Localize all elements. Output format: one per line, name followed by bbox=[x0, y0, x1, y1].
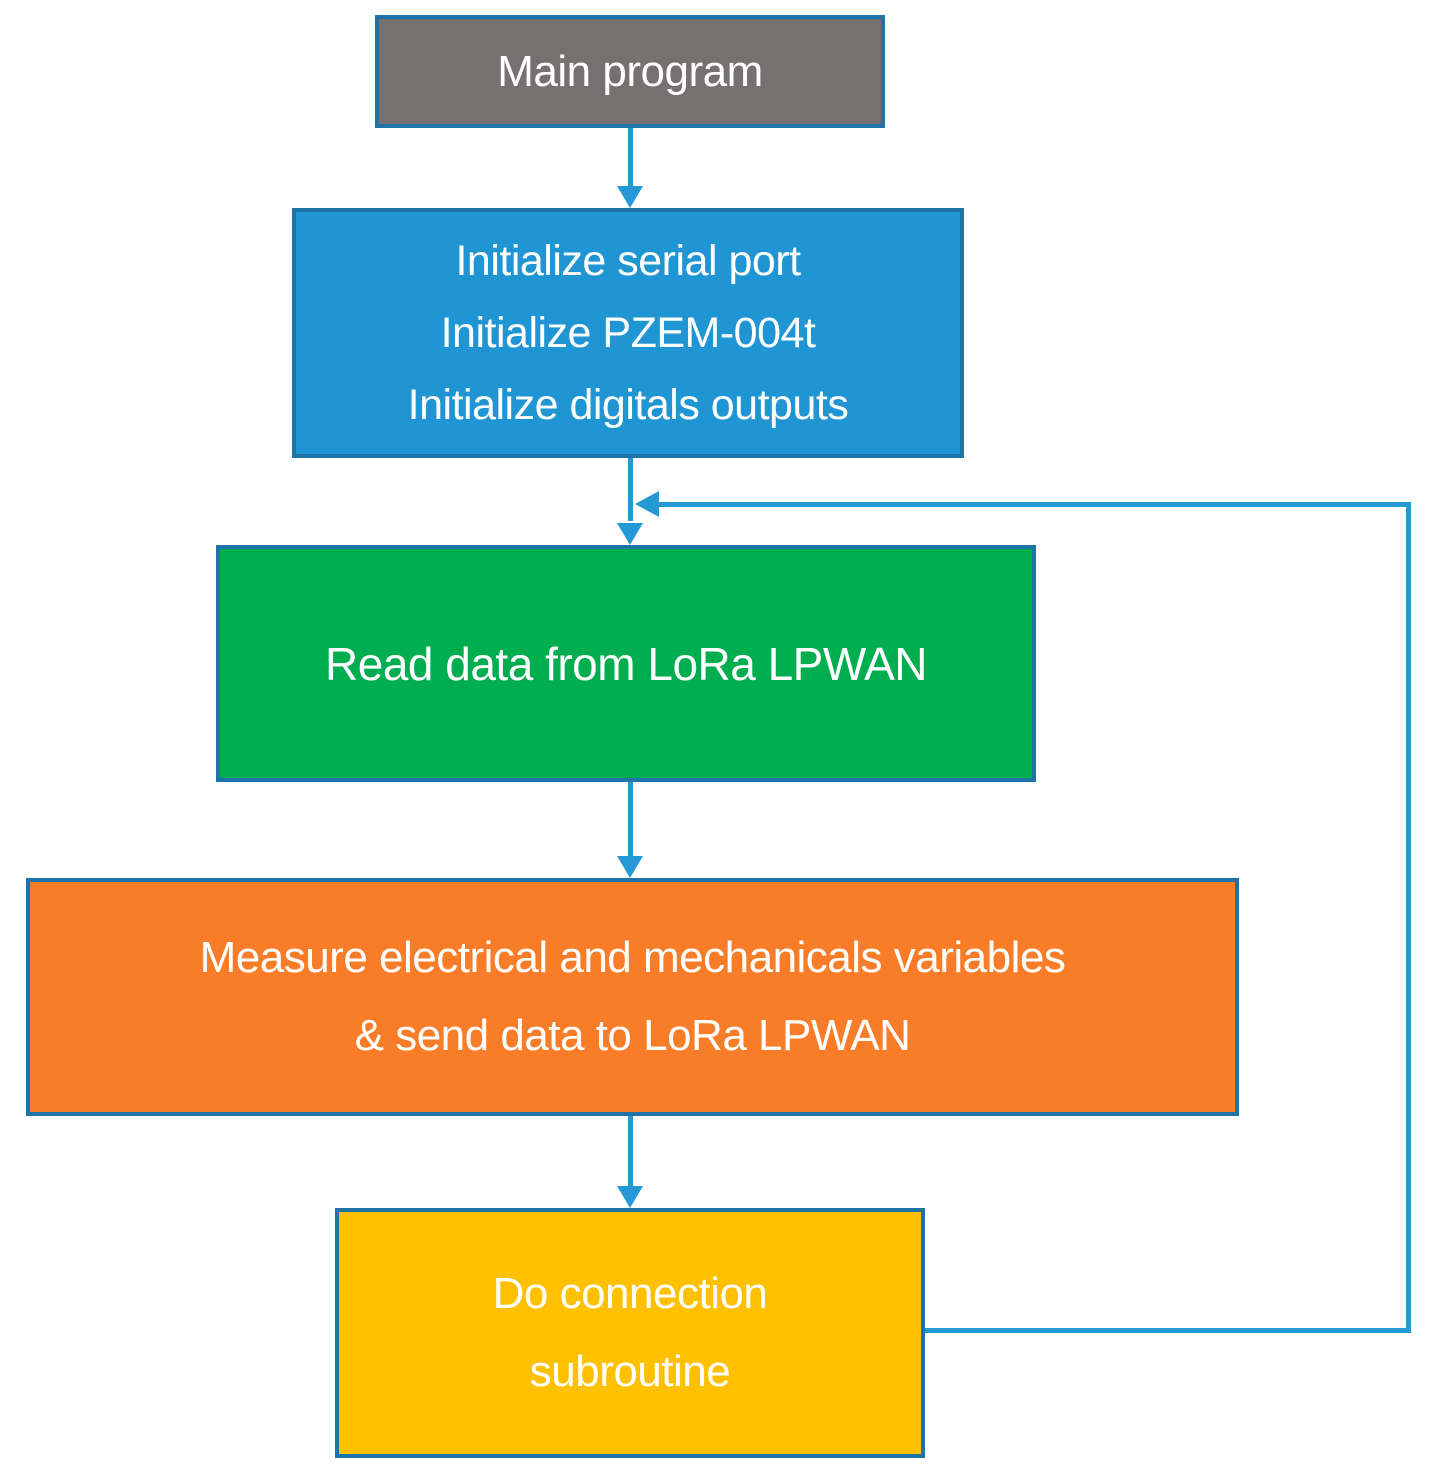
arrowhead-down-into-init-icon bbox=[617, 186, 643, 208]
arrowhead-down-into-read-icon bbox=[617, 523, 643, 545]
arrowhead-down-into-measure-icon bbox=[617, 856, 643, 878]
node-initialize: Initialize serial port Initialize PZEM-0… bbox=[292, 208, 964, 458]
feedback-loop-bottom-segment bbox=[925, 1328, 1411, 1333]
feedback-loop-top-segment bbox=[658, 502, 1408, 507]
node-main-program: Main program bbox=[375, 15, 885, 128]
node-measure-line-2: & send data to LoRa LPWAN bbox=[354, 1011, 911, 1060]
arrowhead-down-into-connect-icon bbox=[617, 1186, 643, 1208]
connector-main-to-init bbox=[628, 128, 633, 186]
node-measure-line-1: Measure electrical and mechanicals varia… bbox=[199, 933, 1066, 982]
node-connection-subroutine: Do connection subroutine bbox=[335, 1208, 925, 1458]
node-connection-line-2: subroutine bbox=[529, 1347, 731, 1396]
feedback-loop-right-segment bbox=[1406, 502, 1411, 1333]
node-connection-line-1: Do connection bbox=[492, 1269, 768, 1318]
connector-init-to-read bbox=[628, 458, 633, 521]
arrowhead-left-feedback-icon bbox=[635, 491, 659, 517]
node-read-data: Read data from LoRa LPWAN bbox=[216, 545, 1036, 782]
connector-read-to-measure bbox=[628, 782, 633, 856]
node-measure-variables: Measure electrical and mechanicals varia… bbox=[26, 878, 1239, 1116]
node-initialize-line-1: Initialize serial port bbox=[455, 237, 801, 285]
node-initialize-line-3: Initialize digitals outputs bbox=[407, 381, 849, 429]
node-main-program-label: Main program bbox=[497, 46, 763, 96]
connector-measure-to-connect bbox=[628, 1116, 633, 1186]
node-initialize-line-2: Initialize PZEM-004t bbox=[440, 309, 816, 357]
node-read-data-label: Read data from LoRa LPWAN bbox=[325, 637, 927, 690]
